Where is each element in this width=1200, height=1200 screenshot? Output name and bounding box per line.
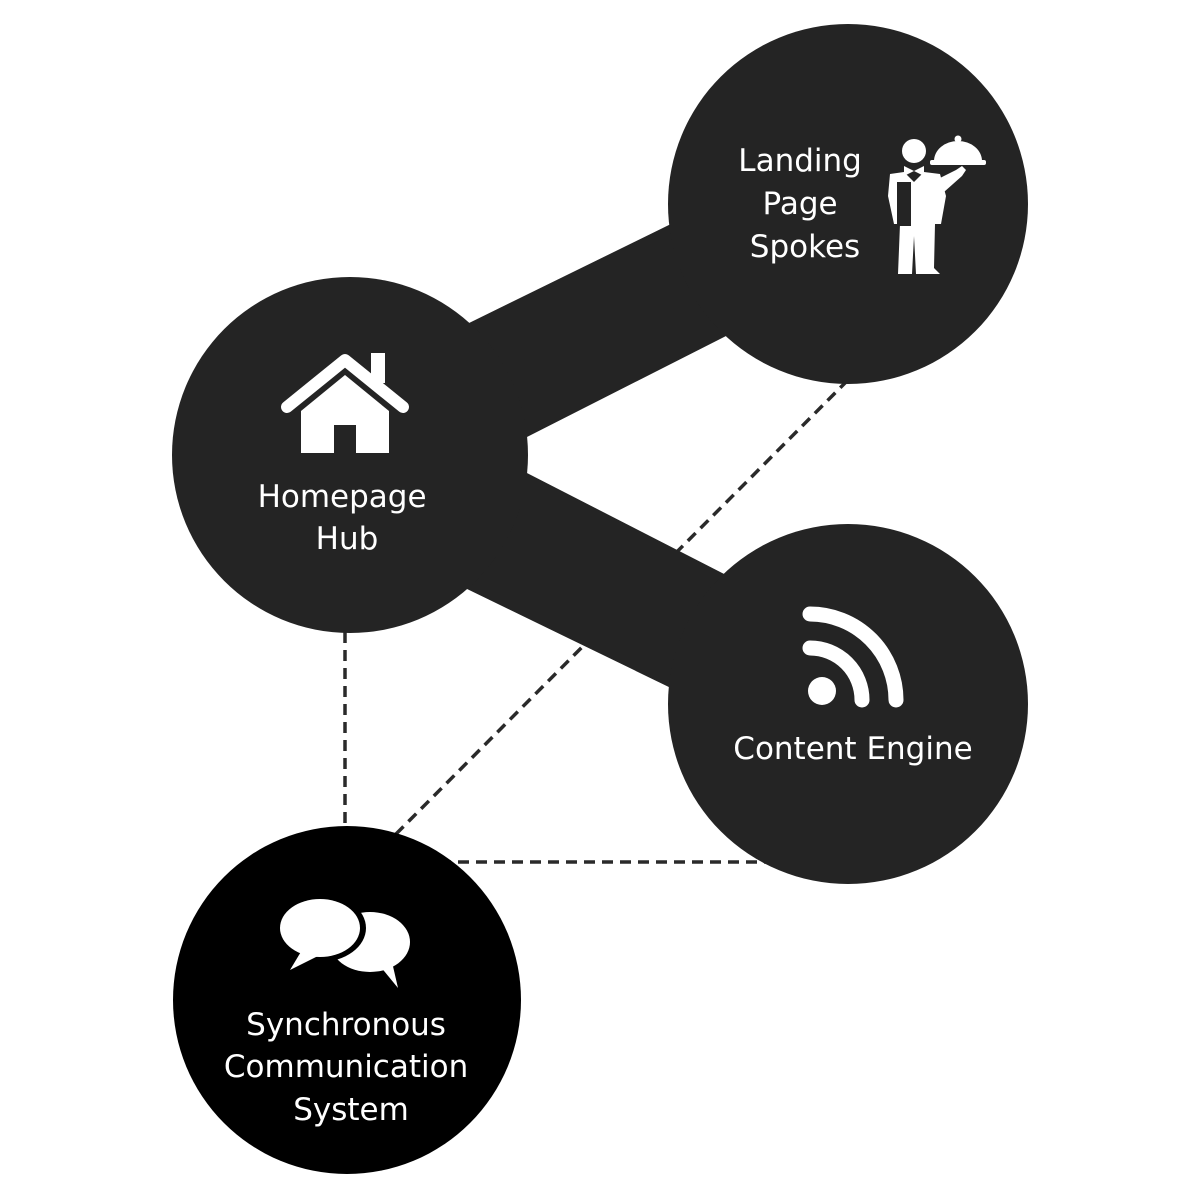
speech-bubbles-icon [274, 894, 410, 988]
node-content-engine[interactable]: Content Engine [668, 524, 1028, 884]
landing-label-line-2: Page [763, 186, 838, 222]
node-circle-homepage [172, 277, 528, 633]
solid-connections [465, 222, 728, 690]
node-homepage-hub[interactable]: Homepage Hub [172, 277, 528, 633]
sync-label: Synchronous Communication System [224, 1007, 478, 1128]
node-circle-content [668, 524, 1028, 884]
node-circle-landing [668, 24, 1028, 384]
dashed-connections [343, 378, 850, 864]
landing-label: Landing Page Spokes [738, 143, 871, 265]
homepage-label-line-1: Homepage [258, 479, 427, 515]
house-icon [281, 353, 409, 453]
sync-label-line-1: Synchronous [246, 1007, 446, 1043]
homepage-label-line-2: Hub [316, 521, 379, 557]
content-label-line-1: Content Engine [733, 731, 972, 767]
landing-label-line-3: Spokes [750, 229, 860, 265]
node-synchronous-communication-system[interactable]: Synchronous Communication System [173, 826, 521, 1174]
connector-hub-to-landing [465, 222, 728, 438]
node-landing-page-spokes[interactable]: Landing Page Spokes [668, 24, 1028, 384]
node-circle-sync [173, 826, 521, 1174]
rss-feed-icon [802, 606, 904, 708]
homepage-label: Homepage Hub [258, 479, 437, 557]
sync-label-line-3: System [293, 1092, 409, 1128]
content-label: Content Engine [733, 731, 972, 767]
connector-hub-to-content [465, 472, 728, 690]
landing-label-line-1: Landing [738, 143, 862, 179]
waiter-icon [888, 135, 986, 274]
sync-label-line-2: Communication [224, 1049, 468, 1085]
